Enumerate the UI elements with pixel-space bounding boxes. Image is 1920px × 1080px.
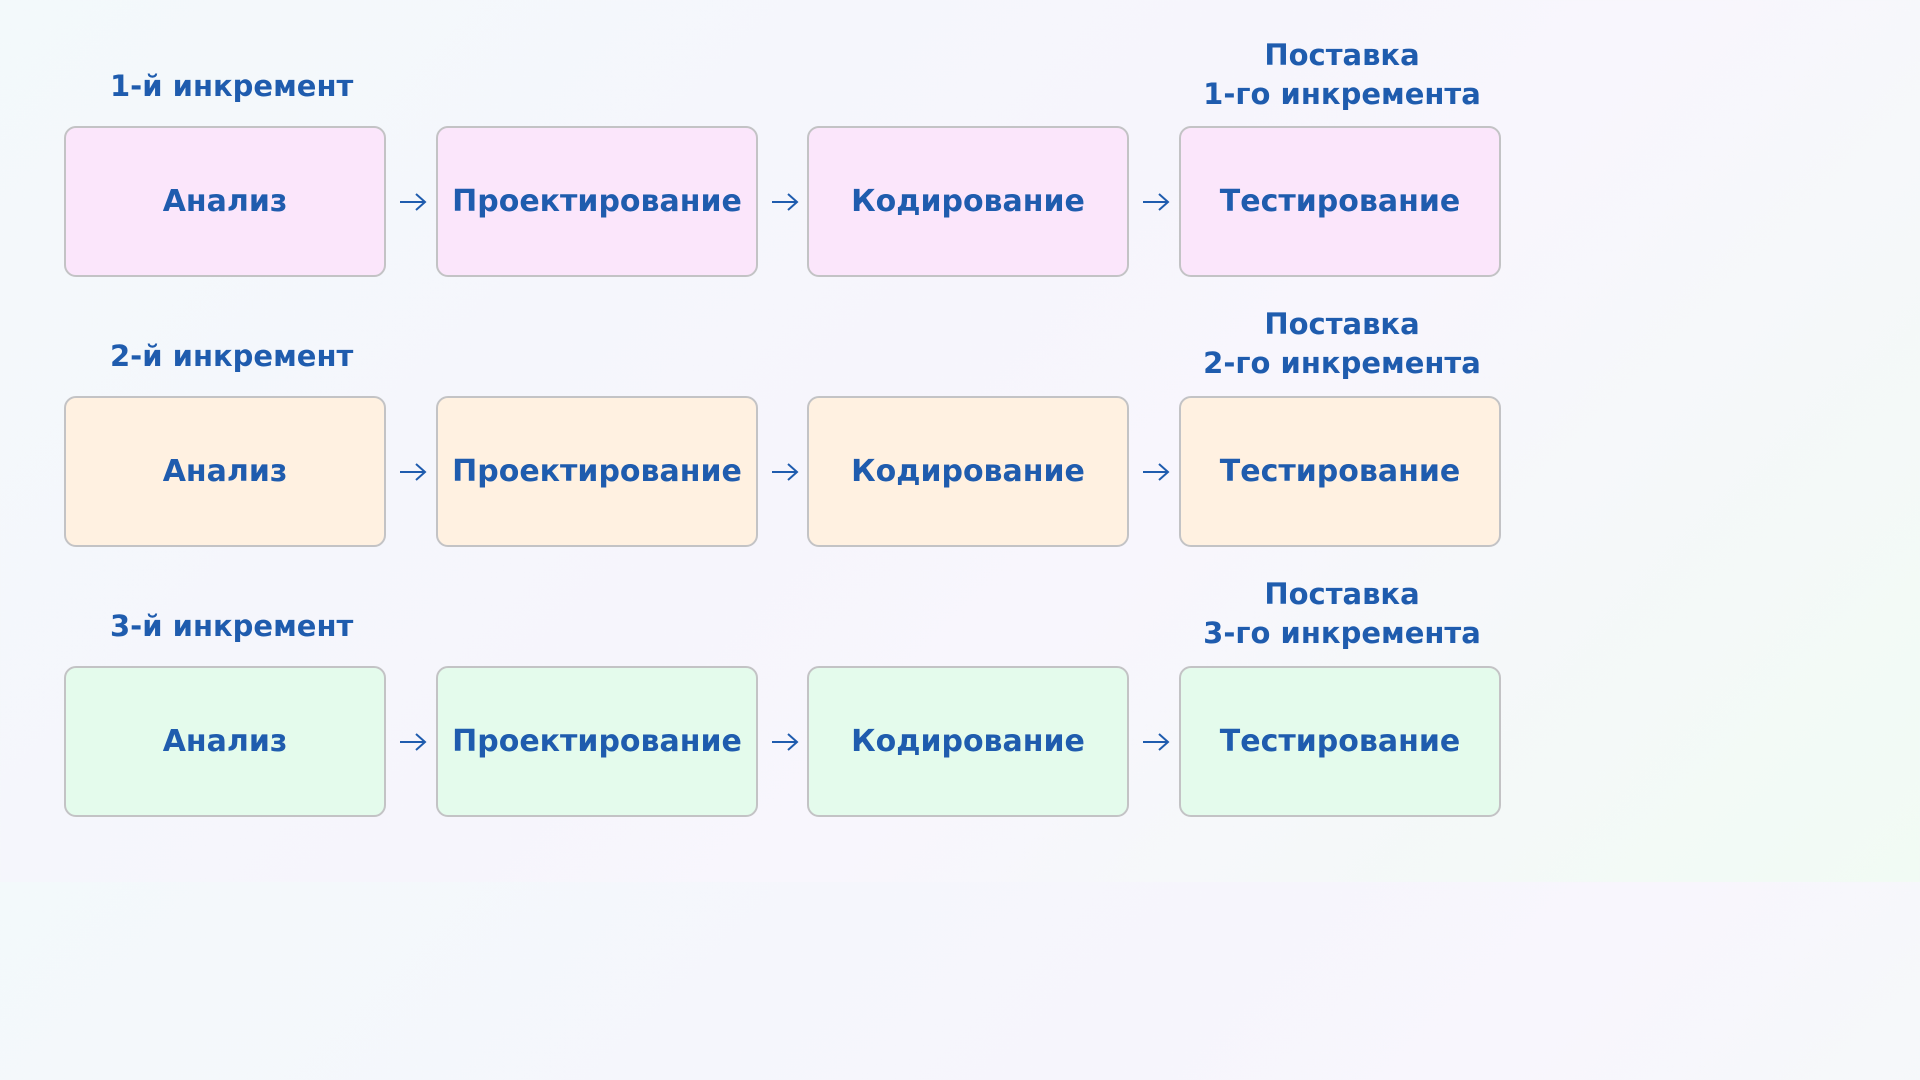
increment-1-stage-analysis: Анализ bbox=[64, 126, 386, 277]
arrow-right-icon bbox=[1143, 193, 1170, 211]
increment-2-label: 2-й инкремент bbox=[110, 339, 354, 373]
arrow-right-icon bbox=[400, 193, 427, 211]
arrow-right-icon bbox=[1143, 733, 1170, 751]
increment-3-stage-analysis: Анализ bbox=[64, 666, 386, 817]
increment-3-stage-design: Проектирование bbox=[436, 666, 758, 817]
increment-1-delivery-label: Поставка 1-го инкремента bbox=[1180, 36, 1504, 114]
arrow-right-icon bbox=[400, 733, 427, 751]
arrow-right-icon bbox=[772, 463, 799, 481]
arrow-right-icon bbox=[400, 463, 427, 481]
increment-2-stage-testing: Тестирование bbox=[1179, 396, 1501, 547]
delivery-line-2: 1-го инкремента bbox=[1203, 77, 1481, 111]
arrow-right-icon bbox=[772, 193, 799, 211]
arrow-right-icon bbox=[772, 733, 799, 751]
increment-3-delivery-label: Поставка 3-го инкремента bbox=[1180, 575, 1504, 653]
increment-3-stage-testing: Тестирование bbox=[1179, 666, 1501, 817]
increment-2-delivery-label: Поставка 2-го инкремента bbox=[1180, 305, 1504, 383]
delivery-line-2: 3-го инкремента bbox=[1203, 616, 1481, 650]
increment-3-label: 3-й инкремент bbox=[110, 609, 354, 643]
increment-1-stage-design: Проектирование bbox=[436, 126, 758, 277]
delivery-line-2: 2-го инкремента bbox=[1203, 346, 1481, 380]
delivery-line-1: Поставка bbox=[1264, 577, 1420, 611]
increment-2-stage-analysis: Анализ bbox=[64, 396, 386, 547]
increment-2-stage-coding: Кодирование bbox=[807, 396, 1129, 547]
increment-1-stage-coding: Кодирование bbox=[807, 126, 1129, 277]
delivery-line-1: Поставка bbox=[1264, 38, 1420, 72]
increment-1-label: 1-й инкремент bbox=[110, 69, 354, 103]
delivery-line-1: Поставка bbox=[1264, 307, 1420, 341]
arrow-right-icon bbox=[1143, 463, 1170, 481]
increment-2-stage-design: Проектирование bbox=[436, 396, 758, 547]
increment-1-stage-testing: Тестирование bbox=[1179, 126, 1501, 277]
increment-3-stage-coding: Кодирование bbox=[807, 666, 1129, 817]
